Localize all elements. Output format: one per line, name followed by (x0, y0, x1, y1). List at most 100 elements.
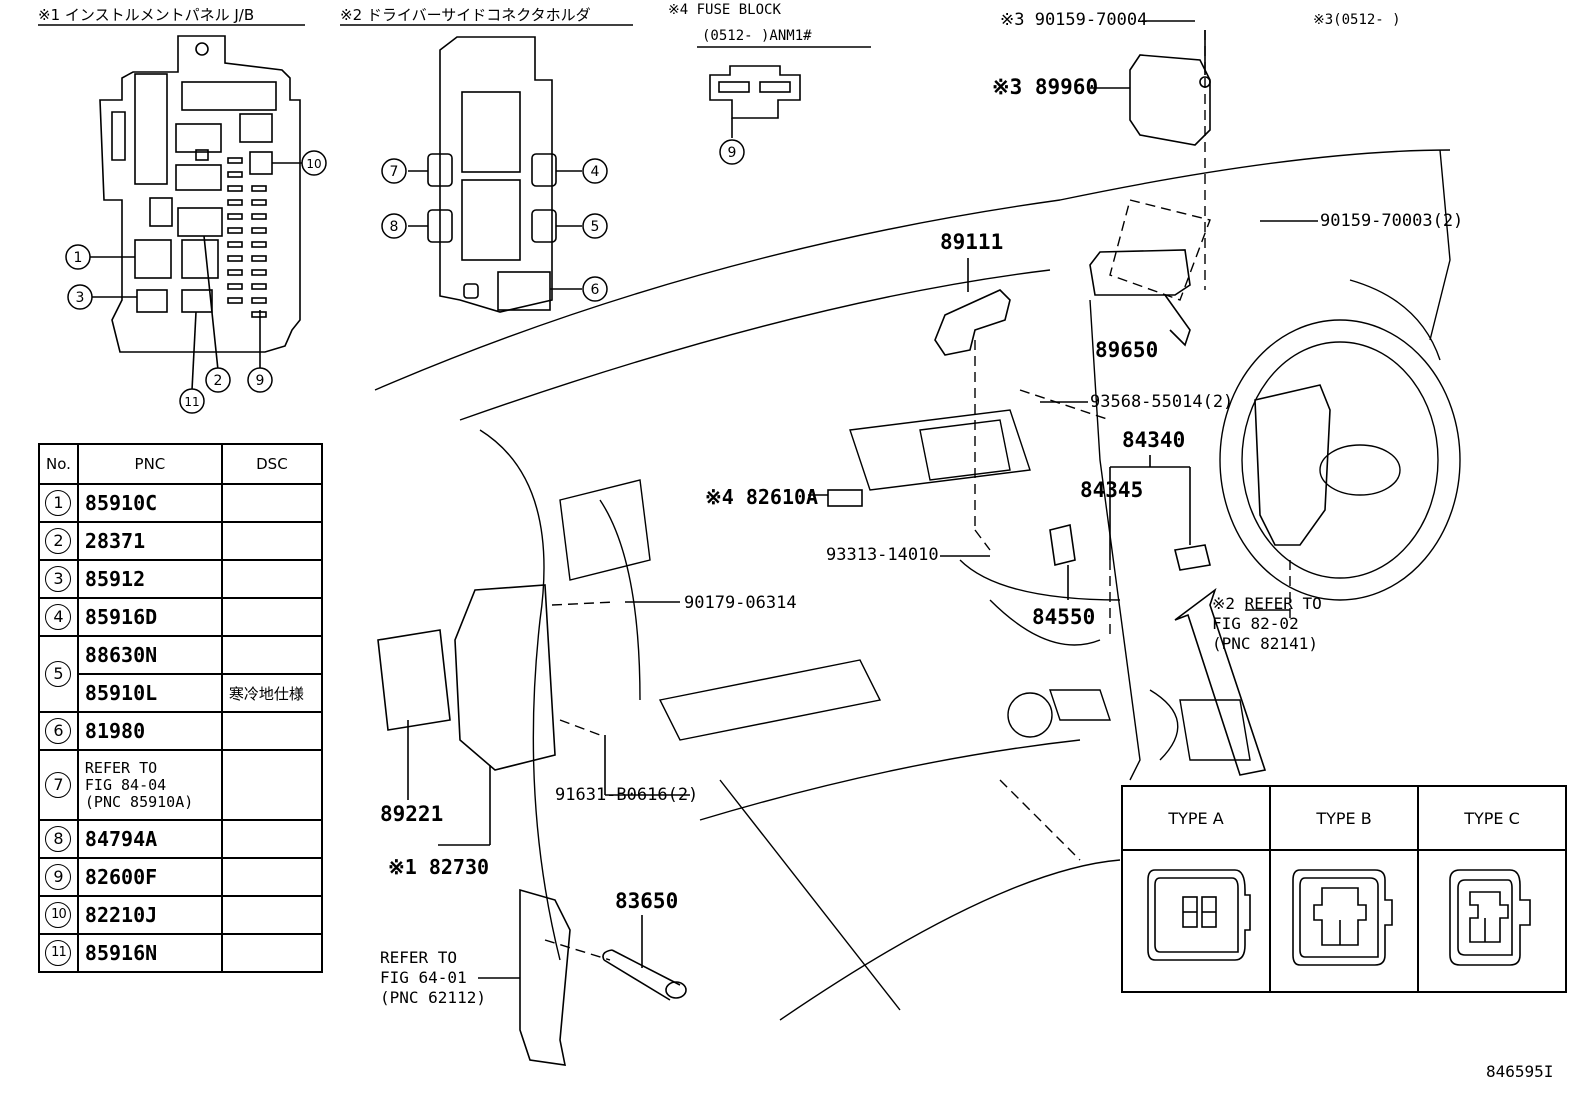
label-90159-70003: 90159-70003(2) (1320, 211, 1464, 231)
row-number: 8 (45, 826, 72, 852)
label-84345: 84345 (1080, 478, 1144, 502)
row-number: 2 (45, 528, 72, 554)
module-89960-drawing (1129, 30, 1211, 146)
label-93568-55014: 93568-55014(2) (1090, 392, 1234, 412)
jb-callout-2: 2 (214, 373, 223, 389)
holder-callout-7: 7 (390, 164, 399, 180)
jb-callout-9: 9 (256, 373, 265, 389)
pnc-cell: 81980 (76, 711, 223, 751)
module-89650-drawing (1089, 249, 1191, 347)
connector-holder-header: ※2 ドライバーサイドコネクタホルダ (340, 6, 591, 24)
pnc-cell: 88630N (76, 635, 223, 675)
label-84550: 84550 (1032, 605, 1096, 629)
row-number: 1 (45, 490, 72, 516)
holder-callout-6: 6 (591, 282, 600, 298)
part-83650-drawing (602, 915, 687, 1001)
label-91631-b0616: 91631-B0616(2) (555, 785, 699, 805)
connector-holder-82141-drawing (1254, 384, 1331, 546)
holder-callout-4: 4 (591, 164, 600, 180)
label-83650: 83650 (615, 889, 679, 913)
ecu-89221-drawing (377, 629, 451, 731)
pnc-cell: 85910L (76, 673, 223, 713)
holder-callout-8: 8 (390, 219, 399, 235)
switch-84340-drawing (1174, 544, 1211, 571)
col-dsc: DSC (220, 443, 323, 485)
row-number: 7 (45, 772, 72, 798)
row-number: 9 (45, 864, 72, 890)
type-c-cell (1417, 849, 1567, 993)
dsc-cell: 寒冷地仕様 (220, 673, 323, 713)
pnc-table-header: No. PNC DSC (38, 443, 323, 485)
row-number: 11 (45, 940, 72, 966)
row-number: 4 (45, 604, 72, 630)
dsc-cell (220, 749, 323, 821)
label-89221: 89221 (380, 802, 444, 826)
dsc-cell (220, 521, 323, 561)
label-82610a: ※4 82610A (705, 485, 819, 509)
col-no: No. (38, 443, 79, 485)
row-number: 6 (45, 718, 72, 744)
jb-82730-drawing (454, 584, 556, 771)
jb-callout-1: 1 (74, 250, 83, 266)
label-90159-70004: ※3 90159-70004 (1000, 10, 1148, 30)
dashboard-scene-drawing (374, 149, 1461, 1021)
pnc-cell: 85912 (76, 559, 223, 599)
pnc-cell: 85910C (76, 483, 223, 523)
jb-callout-11: 11 (184, 395, 199, 409)
label-refer-fig-64-01: REFER TO FIG 64-01 (PNC 62112) (380, 948, 486, 1007)
pnc-cell: 84794A (76, 819, 223, 859)
type-c-header: TYPE C (1417, 785, 1567, 851)
bracket-84550-drawing (1049, 524, 1076, 566)
dsc-cell (220, 711, 323, 751)
holder-callout-5: 5 (591, 219, 600, 235)
dsc-cell (220, 483, 323, 523)
type-a-header: TYPE A (1121, 785, 1271, 851)
dsc-cell (220, 635, 323, 675)
label-93313-14010: 93313-14010 (826, 545, 939, 565)
row-number: 3 (45, 566, 72, 592)
pnc-cell: 82600F (76, 857, 223, 897)
note3-header: ※3(0512- ) (1313, 12, 1401, 28)
label-82730: ※1 82730 (388, 855, 490, 879)
instrument-panel-jb-drawing (90, 35, 302, 391)
driver-side-connector-holder-drawing (408, 36, 582, 313)
dsc-cell (220, 819, 323, 859)
connector-type-table: TYPE A TYPE B TYPE C (1121, 785, 1567, 993)
dsc-cell (220, 597, 323, 637)
type-b-cell (1269, 849, 1419, 993)
jb-callout-10: 10 (306, 157, 321, 171)
type-a-cell (1121, 849, 1271, 993)
label-89650: 89650 (1095, 338, 1159, 362)
label-89111: 89111 (940, 230, 1004, 254)
row-number: 10 (45, 902, 72, 928)
label-84340: 84340 (1122, 428, 1186, 452)
fuse-callout-9: 9 (728, 145, 737, 161)
fuse-block-header: ※4 FUSE BLOCK (668, 2, 781, 18)
fuse-82610a-drawing (827, 489, 863, 507)
figure-id: 846595I (1486, 1062, 1554, 1081)
pnc-cell: 82210J (76, 895, 223, 935)
column-cover-drawing (519, 888, 571, 1066)
dsc-cell (220, 895, 323, 935)
fuse-block-connector-drawing (709, 65, 801, 138)
dsc-cell (220, 933, 323, 973)
row-number: 5 (45, 661, 72, 687)
pnc-cell: 28371 (76, 521, 223, 561)
jb-header: ※1 インストルメントパネル J/B (38, 6, 255, 24)
dsc-cell (220, 559, 323, 599)
jb-callout-3: 3 (76, 290, 85, 306)
fuse-block-sub-header: (0512- )ANM1# (702, 28, 812, 44)
col-pnc: PNC (76, 443, 223, 485)
label-refer-fig-82-02: ※2 REFER TO FIG 82-02 (PNC 82141) (1212, 594, 1322, 653)
